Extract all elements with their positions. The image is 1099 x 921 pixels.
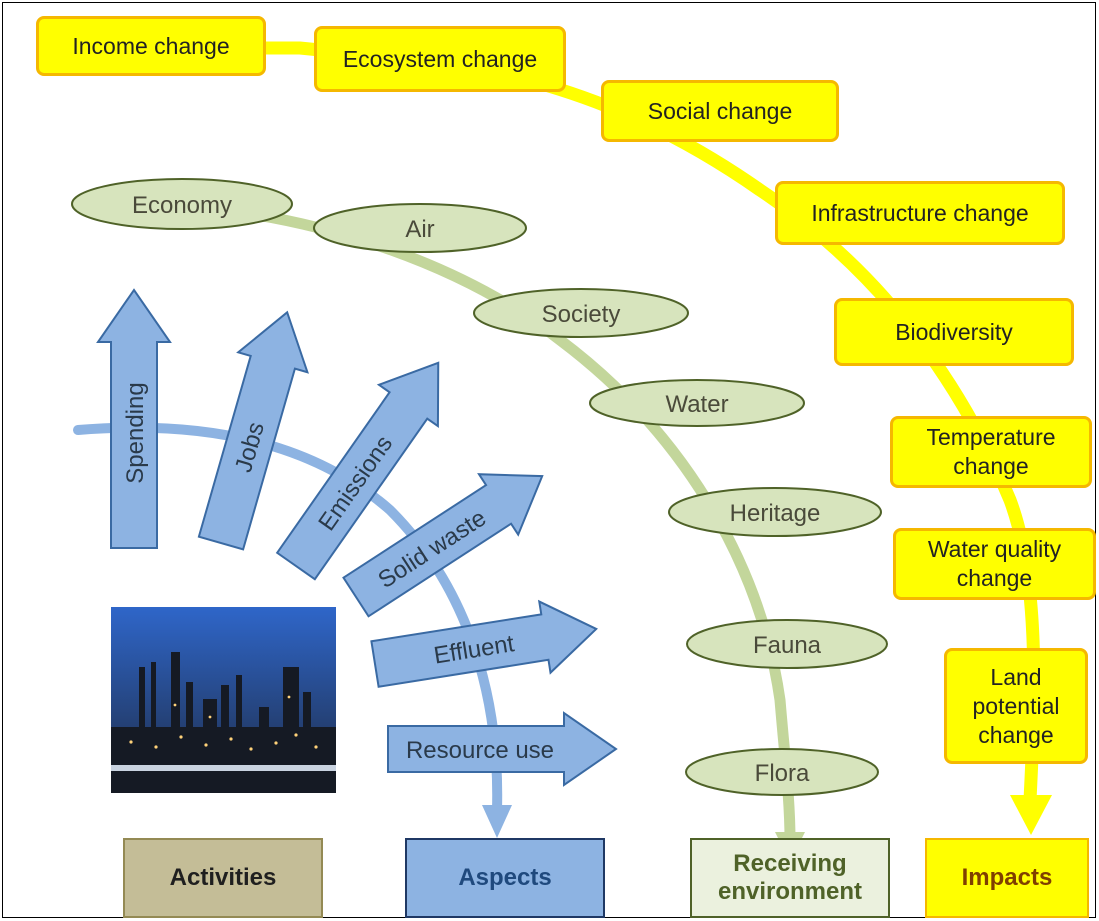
aspect-arrow-effluent: Effluent bbox=[370, 599, 598, 688]
impact-land-potential-change: Land potential change bbox=[944, 648, 1088, 764]
impact-social-change: Social change bbox=[601, 80, 839, 142]
legend-label: Activities bbox=[169, 864, 277, 891]
refinery-photo bbox=[111, 607, 336, 793]
refinery-silhouette bbox=[111, 607, 336, 793]
aspect-arrow-label: Spending bbox=[122, 382, 149, 483]
ellipse-label: Economy bbox=[132, 192, 232, 219]
impact-label: Income change bbox=[72, 32, 230, 59]
impact-income-change: Income change bbox=[36, 16, 266, 76]
receiving-ellipse: Flora bbox=[685, 748, 879, 796]
legend-activities: Activities bbox=[123, 838, 323, 918]
impact-label: Temperature change bbox=[926, 424, 1056, 479]
impact-label: Biodiversity bbox=[895, 318, 1013, 345]
impact-label: Ecosystem change bbox=[342, 45, 538, 72]
receiving-ellipse: Air bbox=[313, 203, 527, 253]
impact-label: Social change bbox=[647, 97, 793, 124]
legend-impacts: Impacts bbox=[925, 838, 1089, 918]
receiving-ellipse: Water bbox=[589, 379, 805, 427]
impact-label: Water quality change bbox=[927, 536, 1062, 591]
aspect-arrow-label: Resource use bbox=[406, 737, 554, 764]
aspect-arrow-spending: Spending bbox=[96, 288, 172, 549]
legend-label: Impacts bbox=[961, 864, 1053, 891]
receiving-ellipse: Economy bbox=[71, 178, 293, 230]
receiving-ellipse: Fauna bbox=[686, 619, 888, 669]
impact-label: Infrastructure change bbox=[811, 199, 1029, 226]
impact-biodiversity: Biodiversity bbox=[834, 298, 1074, 366]
aspects-arrowhead bbox=[482, 805, 512, 838]
impacts-arrowhead bbox=[1010, 795, 1052, 835]
aspect-arrow-resource-use: Resource use bbox=[387, 711, 618, 787]
impact-label: Land potential change bbox=[972, 663, 1060, 748]
legend-aspects: Aspects bbox=[405, 838, 605, 918]
ellipse-label: Flora bbox=[755, 760, 810, 787]
impact-ecosystem-change: Ecosystem change bbox=[314, 26, 566, 92]
ellipse-label: Fauna bbox=[753, 632, 822, 659]
receiving-ellipse: Society bbox=[473, 288, 689, 338]
impact-infrastructure-change: Infrastructure change bbox=[775, 181, 1065, 245]
ellipse-label: Water bbox=[665, 391, 728, 418]
legend-receiving-environment: Receiving environment bbox=[690, 838, 890, 918]
legend-label: Receiving environment bbox=[717, 850, 863, 905]
legend-label: Aspects bbox=[458, 864, 552, 891]
impact-water-quality-change: Water quality change bbox=[893, 528, 1096, 600]
ellipse-label: Air bbox=[405, 216, 434, 243]
ellipse-label: Heritage bbox=[730, 500, 821, 527]
ellipse-label: Society bbox=[542, 301, 621, 328]
aspects-curve bbox=[73, 422, 503, 815]
receiving-ellipse: Heritage bbox=[668, 487, 882, 537]
aspect-arrow-jobs: Jobs bbox=[197, 310, 309, 551]
impact-temperature-change: Temperature change bbox=[890, 416, 1092, 488]
